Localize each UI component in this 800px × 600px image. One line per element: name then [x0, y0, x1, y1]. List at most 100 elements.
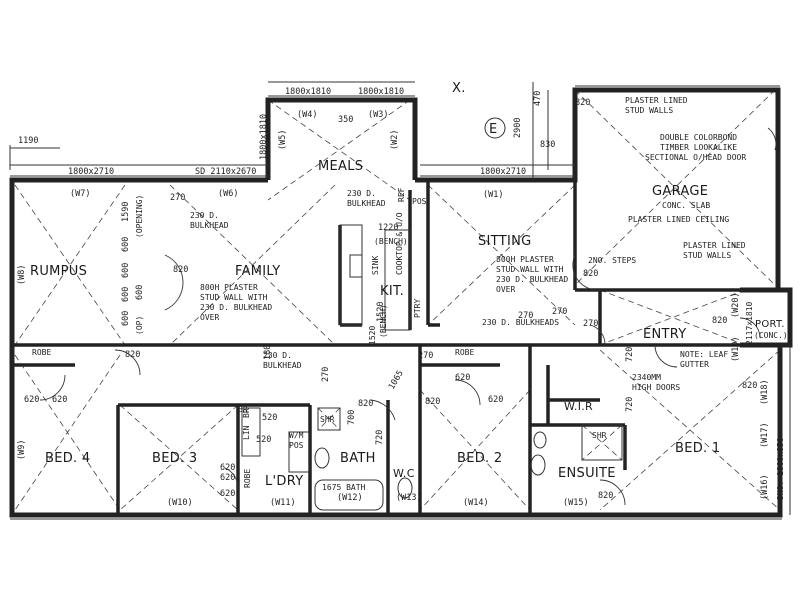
note-wm: W/M [289, 431, 304, 440]
dim-1590: 1590 [121, 202, 131, 222]
basin-ensuite [530, 454, 546, 476]
dim-1520: 1520 [376, 302, 386, 322]
room-porch: PORT. [755, 319, 785, 330]
dim-1800x2710-b: 1800x2710 [480, 167, 526, 177]
dim-270-f: 270 [321, 367, 331, 382]
cooktop-bench [384, 229, 411, 331]
note-plaster-walls-2: STUD WALLS [625, 106, 673, 115]
note-gutter-1: NOTE: LEAF [680, 350, 728, 359]
room-bath: BATH [340, 451, 376, 466]
toilet-wc [397, 477, 413, 499]
dim-600-e: 600 [135, 285, 145, 300]
dim-830: 830 [540, 140, 555, 150]
window-w13: (W13) [396, 493, 422, 503]
dim-600-c: 600 [121, 287, 131, 302]
note-shr: SHR [320, 415, 335, 424]
dim-sd: SD 2110x2670 [195, 167, 256, 177]
dim-820-b: 820 [583, 269, 598, 279]
note-robe2: ROBE [455, 348, 474, 357]
note-family-wall-3: 230 D. BULKHEAD [200, 303, 272, 312]
dim-1800x1810-a: 1800x1810 [285, 87, 331, 97]
basin-bath [314, 447, 330, 469]
dim-1800x1810-c: 1800x1810 [259, 114, 269, 160]
dim-520-a: 520 [262, 413, 277, 423]
note-steps: 2NO. STEPS [588, 256, 636, 265]
room-sitting: SITTING [478, 234, 531, 249]
dim-720-c: 720 [375, 430, 385, 445]
note-garage-door-size: 3NO. 1800x850 [776, 437, 785, 500]
dim-620-g: 620 [220, 473, 235, 483]
door-swings [39, 127, 777, 506]
note-port-size: 2117x1810 [745, 301, 754, 345]
window-tags: (W1) (W2) (W3) (W4) (W5) (W6) (W7) (W8) … [17, 110, 770, 508]
window-w8: (W8) [17, 265, 27, 285]
dim-350: 350 [338, 115, 353, 125]
note-garage-door-2: TIMBER LOOKALIKE [660, 143, 737, 152]
note-robe: ROBE [32, 348, 51, 357]
window-w5: (W5) [278, 130, 288, 150]
bathtub [314, 479, 384, 511]
dim-270-a: 270 [170, 193, 185, 203]
note-bulkhead-meals-2: BULKHEAD [347, 199, 386, 208]
note-br: BR [242, 408, 251, 418]
note-high-doors-2: HIGH DOORS [632, 383, 680, 392]
room-wir: W.I.R [564, 400, 593, 413]
window-w2: (W2) [390, 130, 400, 150]
note-gutter-2: GUTTER [680, 360, 709, 369]
window-w15: (W15) [563, 498, 589, 508]
shower-ensuite [581, 424, 623, 461]
room-ensuite: ENSUITE [558, 466, 616, 481]
dim-270-b: 270 [518, 311, 533, 321]
dim-820-c: 820 [712, 316, 727, 326]
dim-2900: 2900 [513, 118, 523, 138]
room-wc: W.C [393, 467, 415, 480]
note-bulkhead-rumpus-2: BULKHEAD [190, 221, 229, 230]
note-cooktop: COOKTOP & U/O [395, 212, 404, 275]
window-w20: (W20) [731, 292, 741, 318]
note-garage-door-3: SECTIONAL O/HEAD DOOR [645, 153, 746, 162]
compass-icon [484, 117, 506, 139]
window-w10: (W10) [167, 498, 193, 508]
dim-270-d: 270 [418, 351, 433, 361]
window-w16: (W16) [760, 474, 770, 500]
note-family-wall-4: OVER [200, 313, 219, 322]
room-garage: GARAGE [652, 184, 708, 199]
internal-walls [12, 180, 740, 515]
room-labels: MEALS GARAGE RUMPUS FAMILY SITTING KIT. … [30, 159, 785, 489]
note-ref: REF [397, 187, 406, 202]
dim-520-b: 520 [256, 435, 271, 445]
dim-620-b: 620 [52, 395, 67, 405]
dim-270-e: 270 [583, 319, 598, 329]
note-plaster-walls2-1: PLASTER LINED [683, 241, 746, 250]
dim-620-a: 620 [24, 395, 39, 405]
room-kitchen: KIT. [380, 284, 404, 299]
note-shr2: SHR [592, 431, 607, 440]
note-1520: 1520 [368, 326, 377, 345]
dim-820-h: 820 [742, 381, 757, 391]
note-sitting-wall-1: 800H PLASTER [496, 255, 554, 264]
note-bath-size: 1675 BATH [322, 483, 366, 492]
note-bulkhead-rumpus-1: 230 D. [190, 211, 219, 220]
note-linen: LIN [242, 425, 251, 440]
window-w9: (W9) [17, 440, 27, 460]
dim-820-a: 820 [575, 98, 590, 108]
note-op: (OP) [135, 316, 144, 335]
dim-620-d: 620 [220, 489, 235, 499]
note-bench: (BENCH) [374, 237, 408, 246]
dim-470: 470 [533, 91, 543, 106]
note-port-conc: (CONC.) [754, 331, 788, 340]
window-w19: (W19) [731, 336, 741, 362]
note-pos: POS [412, 197, 427, 206]
room-entry: ENTRY [643, 327, 687, 342]
room-meals: MEALS [318, 159, 363, 174]
note-family-wall-2: STUD WALL WITH [200, 293, 268, 302]
north-marker: X. [452, 81, 466, 96]
note-sink: SINK [371, 256, 380, 275]
note-sitting-wall-3: 230 D. BULKHEAD [496, 275, 568, 284]
note-pos2: POS [289, 441, 304, 450]
note-pantry: PTRY [413, 299, 422, 318]
room-laundry: L'DRY [265, 474, 303, 489]
window-w18: (W18) [760, 379, 770, 405]
window-w11: (W11) [270, 498, 296, 508]
